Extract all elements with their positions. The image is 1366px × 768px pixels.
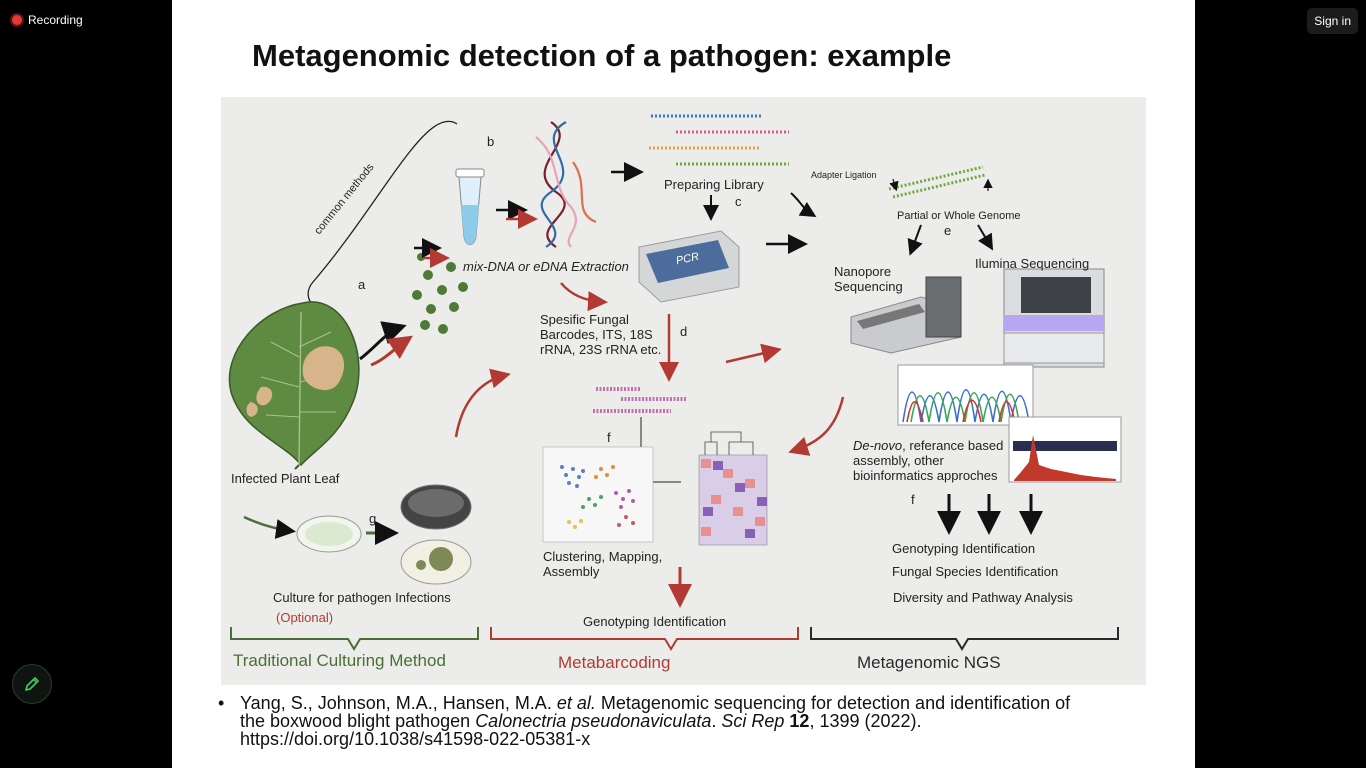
pencil-icon [25,677,39,691]
preparing-library-label: Preparing Library [664,177,764,192]
metabarcoding-bracket [490,627,799,651]
spores [412,253,468,334]
citation: • Yang, S., Johnson, M.A., Hansen, M.A. e… [218,693,1100,749]
genome-label: Partial or Whole Genome [897,210,1021,222]
infected-leaf-label: Infected Plant Leaf [231,471,340,486]
pcr-machine [638,230,740,303]
coverage-plot [1008,416,1122,483]
nanopore-device [850,276,962,354]
section-metabarcoding: Metabarcoding [558,653,671,672]
letter-f-meta: f [607,430,611,445]
sign-in-button[interactable]: Sign in [1307,8,1358,34]
section-culturing: Traditional Culturing Method [233,651,446,670]
adapter-ligation-label: Adapter Ligation [811,170,877,180]
citation-species: Calonectria pseudonaviculata [475,711,712,731]
illumina-label: Ilumina Sequencing [975,256,1090,271]
culture-bracket [230,627,479,651]
annotate-pen-button[interactable] [12,664,52,704]
denovo-line-2: assembly, other [853,453,944,468]
ngs-bracket [810,627,1119,651]
common-methods-bracket [307,120,458,308]
section-metagenomic-ngs: Metagenomic NGS [857,653,1001,672]
ngs-result-3: Diversity and Pathway Analysis [893,590,1073,605]
letter-d: d [680,324,688,339]
letter-c: c [735,194,742,209]
barcodes-line-3: rRNA, 23S rRNA etc. [540,342,662,357]
barcodes-line-2: Barcodes, ITS, 18S [540,327,653,342]
citation-title: Metagenomic sequencing for detection and… [240,693,1071,731]
denovo-label: De-novo, referance based assembly, other… [853,438,1003,483]
record-icon [12,15,22,25]
denovo-line-3: bioinformatics approches [853,468,998,483]
figure-workflow: common methods b a c d e f f g mix-DNA o… [221,97,1146,685]
recording-indicator[interactable]: Recording [12,10,83,30]
recording-label: Recording [28,13,83,27]
nanopore-label: Nanopore Sequencing [834,264,903,294]
citation-volume: 12 [789,711,810,731]
nanopore-line-2: Sequencing [834,279,903,294]
letter-g: g [369,511,377,526]
genotyping-meta-label: Genotyping Identification [583,614,727,629]
slide: Metagenomic detection of a pathogen: exa… [172,0,1195,768]
letter-e: e [944,223,952,238]
denovo-rest: , referance based [902,438,1004,453]
adapter-dna [888,165,986,199]
letter-f-ngs: f [911,492,915,507]
culture-plates [296,484,472,585]
citation-bullet: • [218,693,225,713]
denovo-italic: De-novo [853,438,903,453]
clustering-label: Clustering, Mapping, Assembly [543,549,662,579]
citation-authors: Yang, S., Johnson, M.A., Hansen, M.A. [240,693,557,713]
chromatogram [897,364,1034,426]
figure-graphics [228,114,1122,651]
clustering-line-2: Assembly [543,564,600,579]
cluster-scatter [542,446,654,543]
library-strands [649,114,789,166]
tube-icon [455,168,485,245]
leaf-illustration [228,301,360,470]
mix-dna-label: mix-DNA or eDNA Extraction [463,259,629,274]
barcodes-label: Spesific Fungal Barcodes, ITS, 18S rRNA,… [540,312,661,357]
slide-title: Metagenomic detection of a pathogen: exa… [252,38,952,73]
heatmap [698,431,768,546]
nanopore-line-1: Nanopore [834,264,892,279]
barcode-reads [593,387,686,413]
culture-label: Culture for pathogen Infections [273,590,451,605]
dna-helix [535,121,597,248]
citation-journal: Sci Rep [721,711,785,731]
letter-a: a [358,277,366,292]
citation-rest: , 1399 (2022). https://doi.org/10.1038/s… [240,711,922,749]
ngs-result-2: Fungal Species Identification [892,564,1059,579]
citation-etal: et al. [556,693,596,713]
barcodes-line-1: Spesific Fungal [540,312,629,327]
clustering-line-1: Clustering, Mapping, [543,549,663,564]
citation-sep: . [711,711,722,731]
ngs-result-1: Genotyping Identification [892,541,1036,556]
optional-label: (Optional) [276,610,334,625]
illumina-device [1003,268,1105,368]
letter-b: b [487,134,495,149]
